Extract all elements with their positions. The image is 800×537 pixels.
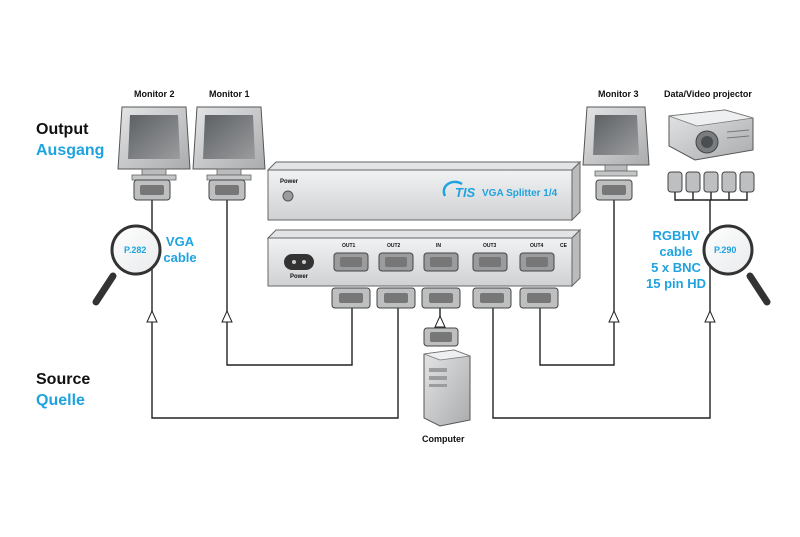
port-label-out4: OUT4	[530, 243, 544, 249]
vga-cable-label: VGA cable	[160, 234, 200, 266]
monitor-2	[117, 106, 191, 181]
splitter-back	[266, 228, 582, 288]
cable-monitor1	[226, 200, 353, 366]
vga-plug-faces	[140, 185, 626, 342]
output-label: Output	[36, 121, 89, 138]
ce-mark: CE	[560, 243, 567, 249]
power-button[interactable]	[282, 190, 294, 202]
power-socket	[284, 254, 314, 270]
port-label-in: IN	[436, 243, 441, 249]
cable-projector	[492, 200, 711, 419]
cable-lines	[151, 200, 711, 419]
monitor-1-label: Monitor 1	[209, 89, 250, 99]
port-label-out1: OUT1	[342, 243, 356, 249]
cable-monitor3	[539, 200, 615, 366]
rgbhv-page-ref: P.290	[714, 245, 737, 255]
port-label-out2: OUT2	[387, 243, 401, 249]
vga-cable-line2: cable	[163, 250, 197, 265]
monitor-2-label: Monitor 2	[134, 89, 175, 99]
rgbhv-cable-label: RGBHV cable 5 x BNC 15 pin HD	[638, 228, 714, 292]
arrow-monitor2	[146, 309, 158, 323]
monitor-1	[192, 106, 266, 181]
splitter-model-label: VGA Splitter 1/4	[482, 188, 558, 199]
monitor-3-label: Monitor 3	[598, 89, 639, 99]
port-label-out3: OUT3	[483, 243, 497, 249]
computer-label: Computer	[422, 434, 465, 444]
arrow-monitor1	[221, 309, 233, 323]
rgbhv-cable-line2: cable	[659, 244, 693, 259]
rgbhv-cable-line3: 5 x BNC	[651, 260, 701, 275]
arrow-computer	[434, 314, 446, 328]
monitor-3	[582, 106, 650, 177]
source-label: Source	[36, 371, 91, 388]
magnifier-rgbhv	[702, 224, 771, 306]
quelle-label: Quelle	[36, 392, 85, 409]
tis-logo-text: TIS	[455, 185, 476, 200]
magnifier-vga	[92, 224, 162, 306]
vga-cable-line1: VGA	[165, 234, 195, 249]
rgbhv-cable-line1: RGBHV	[652, 228, 700, 243]
direction-arrows	[146, 309, 716, 328]
computer	[423, 349, 471, 427]
projector-label: Data/Video projector	[664, 89, 752, 99]
back-power-label: Power	[290, 274, 309, 280]
tis-logo-swoosh	[442, 180, 463, 197]
front-power-label: Power	[280, 179, 299, 185]
vga-page-ref: P.282	[124, 245, 147, 255]
arrow-projector	[704, 309, 716, 323]
bnc-connectors	[667, 171, 755, 193]
ausgang-label: Ausgang	[36, 142, 105, 159]
cable-monitor2	[151, 200, 399, 419]
rgbhv-cable-line4: 15 pin HD	[646, 276, 706, 291]
splitter-front	[266, 160, 582, 222]
projector	[668, 109, 754, 161]
arrow-monitor3	[608, 309, 620, 323]
